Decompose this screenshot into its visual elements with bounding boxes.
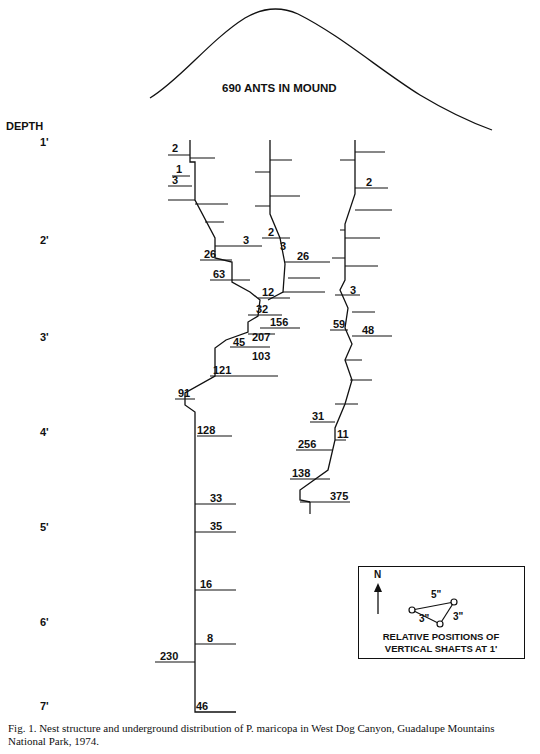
shaft-left [185,140,260,712]
ant-count: 256 [298,438,316,451]
ant-count: 2 [268,226,274,239]
depth-tick: 3' [40,331,49,344]
ant-count: 91 [178,387,190,400]
distance-label: 5" [431,589,441,601]
ant-count: 3 [350,284,356,297]
depth-tick: 5' [40,521,49,534]
figure-caption: Fig. 1. Nest structure and underground d… [8,722,532,748]
inset-box: N5"3"3"RELATIVE POSITIONS OF VERTICAL SH… [358,566,525,659]
depth-tick: 4' [40,426,49,439]
distance-label: 3" [419,613,429,625]
count-title: 690 ANTS IN MOUND [222,82,337,95]
ant-count: 48 [362,324,374,337]
ant-count: 128 [197,424,215,437]
distance-label: 3" [453,611,463,623]
ant-count: 207 [252,331,270,344]
ant-count: 375 [330,490,348,503]
chamber-lines [155,152,392,662]
ant-count: 230 [160,650,178,663]
inset-caption: RELATIVE POSITIONS OF VERTICAL SHAFTS AT… [365,631,517,655]
shaft-positions [409,599,457,627]
north-label: N [374,569,381,581]
ant-count: 33 [210,492,222,505]
ant-count: 26 [204,248,216,261]
ant-count: 3 [243,234,249,247]
ant-count: 156 [270,316,288,329]
shaft-middle [268,140,285,300]
ant-count: 8 [207,632,213,645]
ant-count: 26 [297,250,309,263]
ant-count: 46 [196,700,208,713]
ant-count: 31 [312,410,324,423]
ant-count: 2 [172,142,178,155]
ant-count: 16 [200,578,212,591]
ant-count: 32 [256,303,268,316]
ant-count: 11 [337,428,349,441]
ant-count: 45 [233,336,245,349]
ant-count: 103 [252,350,270,363]
depth-tick: 7' [40,700,49,713]
depth-tick: 2' [40,234,49,247]
depth-tick: 6' [40,616,49,629]
ant-count: 12 [262,286,274,299]
ant-count: 35 [210,520,222,533]
ant-count: 3 [280,240,286,253]
north-arrowhead [374,583,382,592]
ant-count: 59 [333,318,345,331]
ant-count: 63 [213,268,225,281]
depth-tick: 1' [40,136,49,149]
ant-count: 138 [292,467,310,480]
ant-count: 3 [172,174,178,187]
mound-outline [150,9,492,130]
ant-count: 121 [213,364,231,377]
ant-count: 2 [366,176,372,189]
axis-title: DEPTH [6,120,43,133]
